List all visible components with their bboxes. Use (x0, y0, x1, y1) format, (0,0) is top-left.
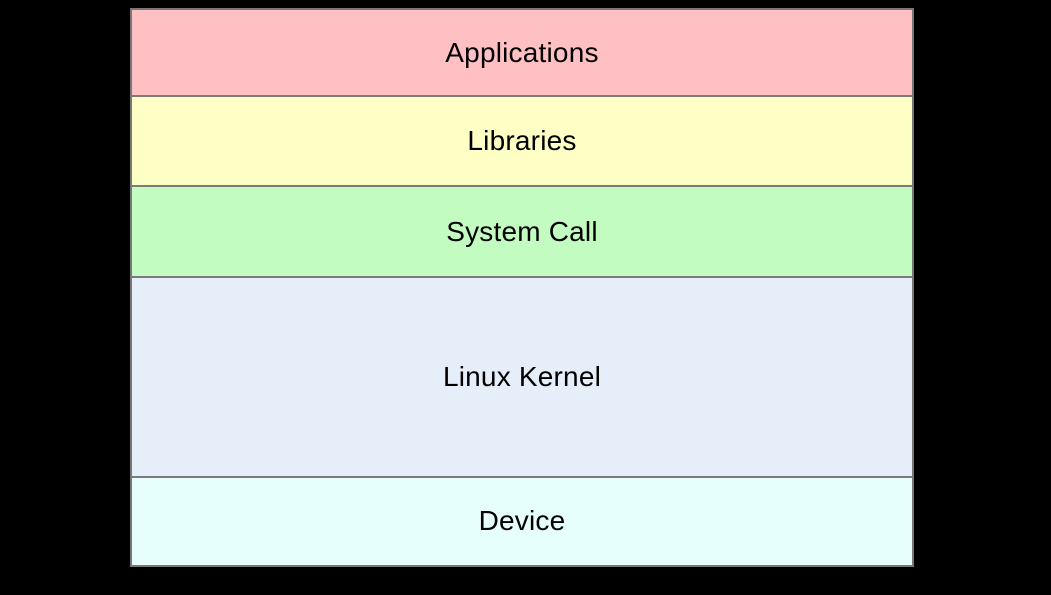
layer-applications: Applications (132, 10, 912, 96)
layer-device: Device (132, 475, 912, 565)
linux-architecture-diagram: Applications Libraries System Call Linux… (130, 8, 914, 567)
layer-linux-kernel-label: Linux Kernel (442, 361, 602, 393)
layer-linux-kernel: Linux Kernel (132, 276, 912, 476)
layer-libraries-label: Libraries (467, 125, 577, 157)
layer-device-label: Device (478, 505, 566, 537)
layer-libraries: Libraries (132, 95, 912, 186)
layer-system-call-label: System Call (446, 215, 598, 247)
layer-applications-label: Applications (445, 36, 599, 68)
layer-system-call: System Call (132, 185, 912, 277)
